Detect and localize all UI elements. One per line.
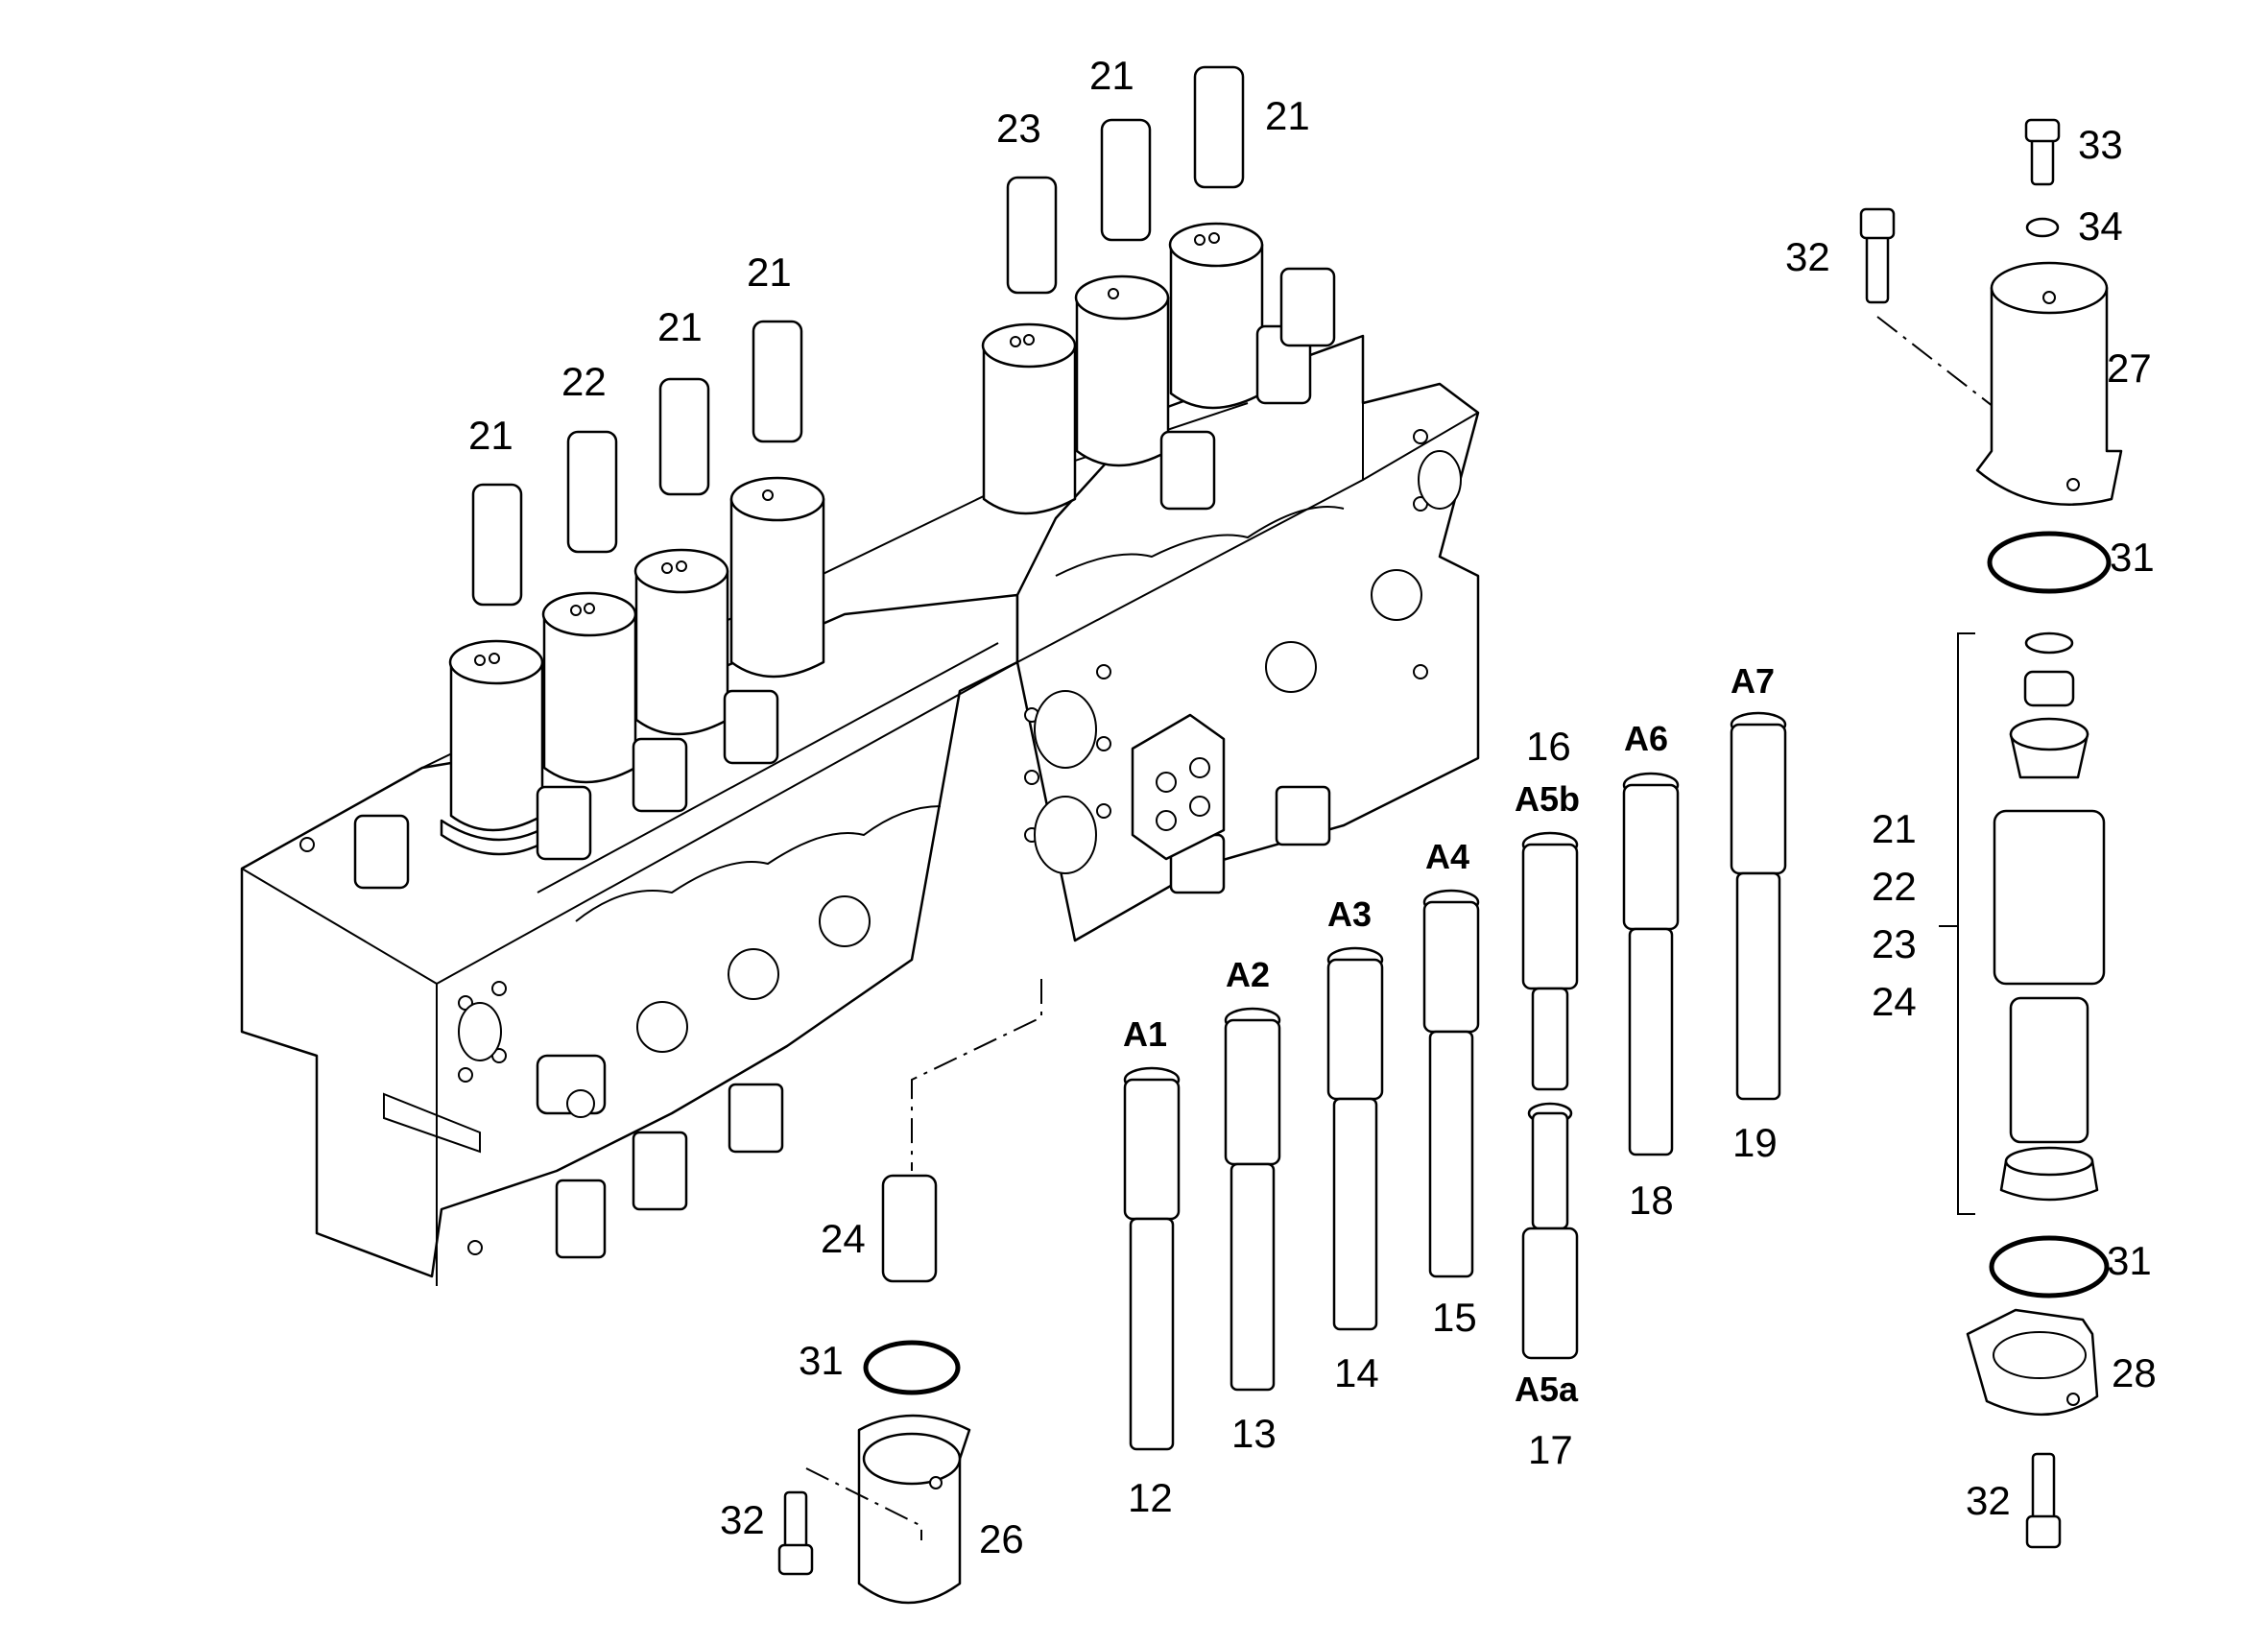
- callout-21-b: 21: [657, 304, 703, 349]
- cover-assembly-26: [777, 979, 1042, 1605]
- callout-24-b: 24: [1872, 979, 1917, 1024]
- callout-24-a: 24: [821, 1216, 866, 1261]
- callout-34: 34: [2078, 203, 2123, 249]
- callout-22-b: 22: [1872, 864, 1917, 909]
- callout-27: 27: [2107, 345, 2152, 391]
- callout-15: 15: [1432, 1295, 1477, 1340]
- callout-21-e: 21: [1265, 93, 1310, 138]
- cover-assembly-27-28: [1859, 118, 2123, 1549]
- valve-block-housing: [240, 334, 1480, 1286]
- callout-31-b: 31: [2107, 1238, 2152, 1283]
- valve-label-a6: A6: [1624, 719, 1668, 758]
- callout-23-b: 23: [1872, 921, 1917, 966]
- spool-valves: [1123, 711, 1787, 1451]
- callout-21-d: 21: [1089, 53, 1134, 98]
- valve-label-a4: A4: [1425, 837, 1469, 876]
- valve-label-a3: A3: [1327, 894, 1372, 934]
- callout-31-a: 31: [2110, 535, 2155, 580]
- callout-32-b: 32: [1966, 1478, 2011, 1523]
- callout-21-a: 21: [468, 413, 513, 458]
- callout-32-a: 32: [1785, 234, 1830, 279]
- callout-14: 14: [1334, 1350, 1379, 1395]
- callout-26: 26: [979, 1516, 1024, 1561]
- valve-label-a2: A2: [1226, 955, 1270, 994]
- callout-32-c: 32: [720, 1497, 765, 1542]
- valve-labels: A1 A2 A3 A4 A5b A5a A6 A7: [1123, 661, 1775, 1409]
- valve-label-a5b: A5b: [1515, 779, 1580, 819]
- callout-31-c: 31: [799, 1338, 844, 1383]
- callout-21-f: 21: [1872, 806, 1917, 851]
- callout-16: 16: [1526, 724, 1571, 769]
- callout-22-a: 22: [561, 359, 607, 404]
- part-callouts: 21 22 21 21 23 21 21 33 34 32 27 31 21 2…: [468, 53, 2157, 1561]
- valve-label-a1: A1: [1123, 1014, 1167, 1054]
- callout-18: 18: [1629, 1178, 1674, 1223]
- callout-28: 28: [2112, 1350, 2157, 1395]
- callout-19: 19: [1732, 1120, 1778, 1165]
- callout-17: 17: [1528, 1427, 1573, 1472]
- callout-33: 33: [2078, 122, 2123, 167]
- springs-upper: [471, 65, 1245, 607]
- callout-21-c: 21: [747, 250, 792, 295]
- callout-12: 12: [1128, 1475, 1173, 1520]
- callout-13: 13: [1231, 1411, 1277, 1456]
- valve-label-a5a: A5a: [1515, 1370, 1579, 1409]
- callout-23-a: 23: [996, 106, 1041, 151]
- solenoid-valves: [353, 222, 1336, 890]
- valve-label-a7: A7: [1731, 661, 1775, 701]
